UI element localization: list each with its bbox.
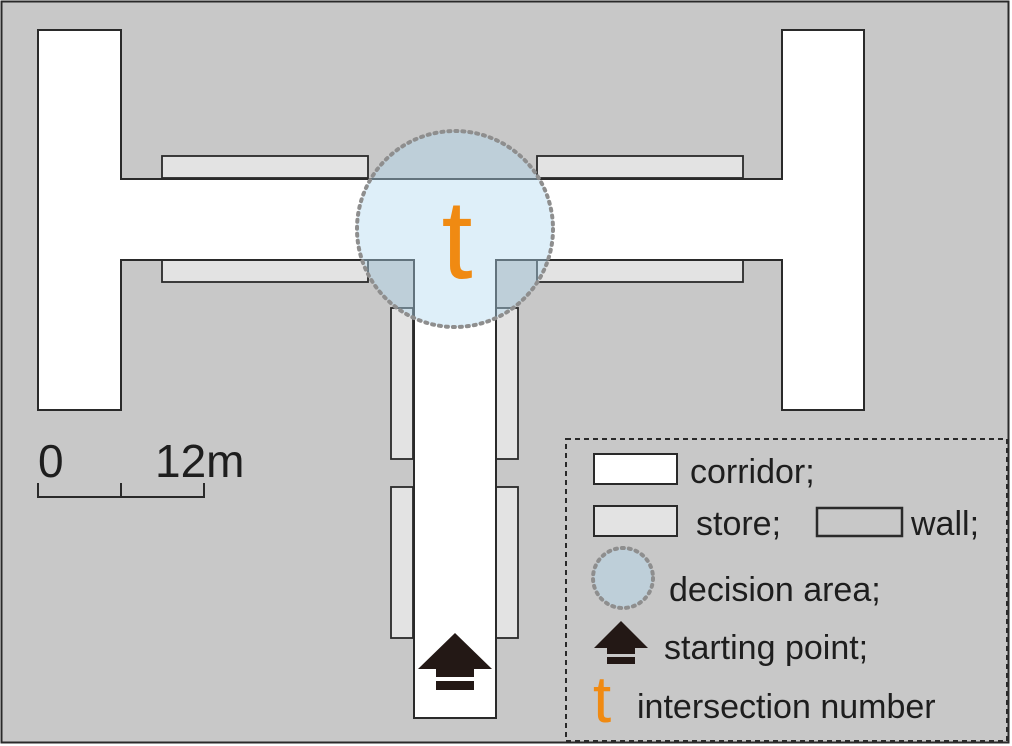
intersection-number: t [441,177,472,302]
legend-starting-point-label: starting point; [664,629,868,667]
scale-end-label: 12m [155,435,244,487]
store-stem-right-upper [495,307,519,460]
legend-store-label: store; [696,505,781,543]
legend-wall-swatch [815,506,904,538]
scale-bar-line [37,483,205,498]
corridor [37,29,865,719]
legend-corridor-swatch [593,453,678,485]
legend-intersection-label: intersection number [637,688,936,726]
legend-decision-area-label: decision area; [669,571,881,609]
store-stem-left-upper [390,307,414,460]
legend: corridor; store; wall; decision area; st… [565,438,1008,742]
store-bottom-right [536,259,744,283]
scale-start-label: 0 [38,435,64,487]
legend-starting-point-icon [594,621,648,664]
stores [161,155,744,639]
store-top-left [161,155,369,179]
decision-area [355,129,555,329]
store-stem-right-lower [495,486,519,639]
store-top-right [536,155,744,179]
starting-point-arrow-icon [418,633,492,690]
store-bottom-left [161,259,369,283]
legend-store-swatch [593,505,678,537]
legend-wall-label: wall; [910,505,979,543]
scale-bar: 0 12m [37,435,244,498]
legend-corridor-label: corridor; [690,453,815,491]
legend-box [565,438,1008,742]
store-stem-left-lower [390,486,414,639]
legend-intersection-symbol: t [593,662,611,736]
legend-decision-area-swatch [591,546,655,610]
